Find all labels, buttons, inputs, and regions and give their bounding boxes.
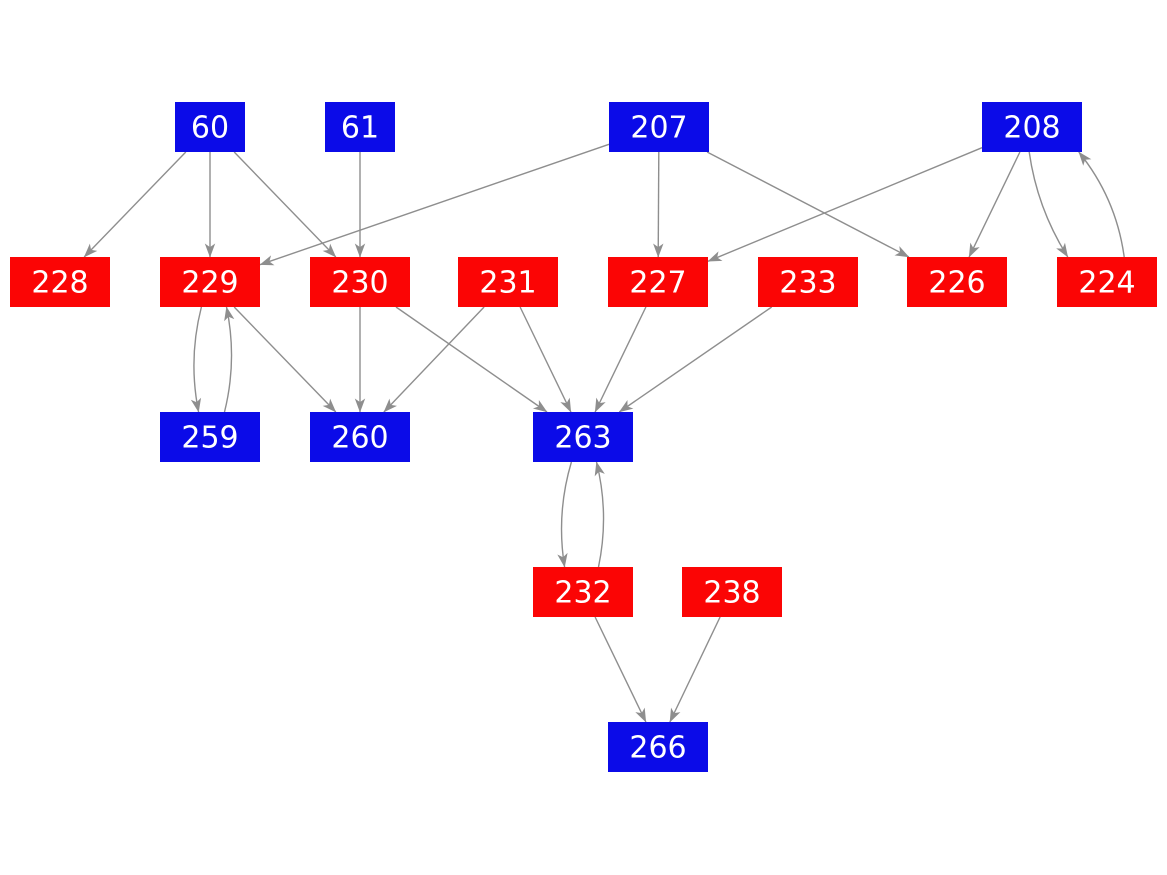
node-label-238: 238: [703, 576, 760, 611]
node-box-266: [608, 722, 708, 772]
node-label-266: 266: [629, 731, 686, 766]
edge-232-to-266: [594, 616, 647, 723]
node-box-230: [310, 257, 410, 307]
edge-231-to-260: [383, 306, 485, 413]
graph-node-60: 60: [175, 102, 245, 152]
edge-60-to-228: [83, 151, 187, 258]
node-box-229: [160, 257, 260, 307]
node-label-228: 228: [31, 266, 88, 301]
node-label-207: 207: [630, 111, 687, 146]
graph-node-208: 208: [982, 102, 1082, 152]
node-box-260: [310, 412, 410, 462]
node-box-263: [533, 412, 633, 462]
node-box-207: [609, 102, 709, 152]
edge-208-to-226: [968, 151, 1021, 258]
edge-231-to-263: [519, 306, 572, 413]
node-box-232: [533, 567, 633, 617]
node-label-226: 226: [928, 266, 985, 301]
graph-node-224: 224: [1057, 257, 1157, 307]
edge-263-to-232: [557, 461, 573, 568]
node-label-227: 227: [629, 266, 686, 301]
node-label-259: 259: [181, 421, 238, 456]
node-label-233: 233: [779, 266, 836, 301]
node-box-60: [175, 102, 245, 152]
graph-node-226: 226: [907, 257, 1007, 307]
node-label-263: 263: [554, 421, 611, 456]
graph-node-230: 230: [310, 257, 410, 307]
graph-node-238: 238: [682, 567, 782, 617]
edge-233-to-263: [618, 306, 773, 413]
edge-208-to-224: [1028, 151, 1069, 258]
node-box-61: [325, 102, 395, 152]
edge-232-to-263: [594, 461, 605, 568]
node-label-208: 208: [1003, 111, 1060, 146]
graph-node-231: 231: [458, 257, 558, 307]
node-box-233: [758, 257, 858, 307]
graph-node-263: 263: [533, 412, 633, 462]
edge-207-to-227: [653, 151, 664, 258]
node-box-226: [907, 257, 1007, 307]
node-label-230: 230: [331, 266, 388, 301]
edge-207-to-226: [706, 151, 910, 258]
graph-node-207: 207: [609, 102, 709, 152]
edge-259-to-229: [223, 306, 235, 413]
node-box-208: [982, 102, 1082, 152]
edge-238-to-266: [669, 616, 721, 723]
graph-node-228: 228: [10, 257, 110, 307]
nodes-layer: 60 61 207 208 228 229 230 231 227 233 226 224 259 260…: [10, 102, 1157, 772]
edge-229-to-259: [190, 306, 203, 413]
node-label-224: 224: [1078, 266, 1135, 301]
node-box-231: [458, 257, 558, 307]
graph-node-259: 259: [160, 412, 260, 462]
edge-230-to-263: [395, 306, 548, 413]
edges-layer: [83, 143, 1125, 723]
graph-node-61: 61: [325, 102, 395, 152]
edge-207-to-229: [259, 143, 610, 266]
edge-224-to-208: [1078, 151, 1125, 258]
node-label-229: 229: [181, 266, 238, 301]
graph-node-260: 260: [310, 412, 410, 462]
node-box-224: [1057, 257, 1157, 307]
node-label-231: 231: [479, 266, 536, 301]
node-label-232: 232: [554, 576, 611, 611]
edge-229-to-260: [233, 306, 337, 413]
graph-node-232: 232: [533, 567, 633, 617]
node-box-227: [608, 257, 708, 307]
graph-node-227: 227: [608, 257, 708, 307]
edge-60-to-230: [233, 151, 337, 258]
node-box-228: [10, 257, 110, 307]
node-box-259: [160, 412, 260, 462]
graph-node-266: 266: [608, 722, 708, 772]
edge-227-to-263: [594, 306, 647, 413]
node-label-61: 61: [341, 111, 379, 146]
node-label-60: 60: [191, 111, 229, 146]
node-label-260: 260: [331, 421, 388, 456]
graph-node-229: 229: [160, 257, 260, 307]
node-box-238: [682, 567, 782, 617]
graph-node-233: 233: [758, 257, 858, 307]
edge-208-to-227: [707, 147, 983, 262]
